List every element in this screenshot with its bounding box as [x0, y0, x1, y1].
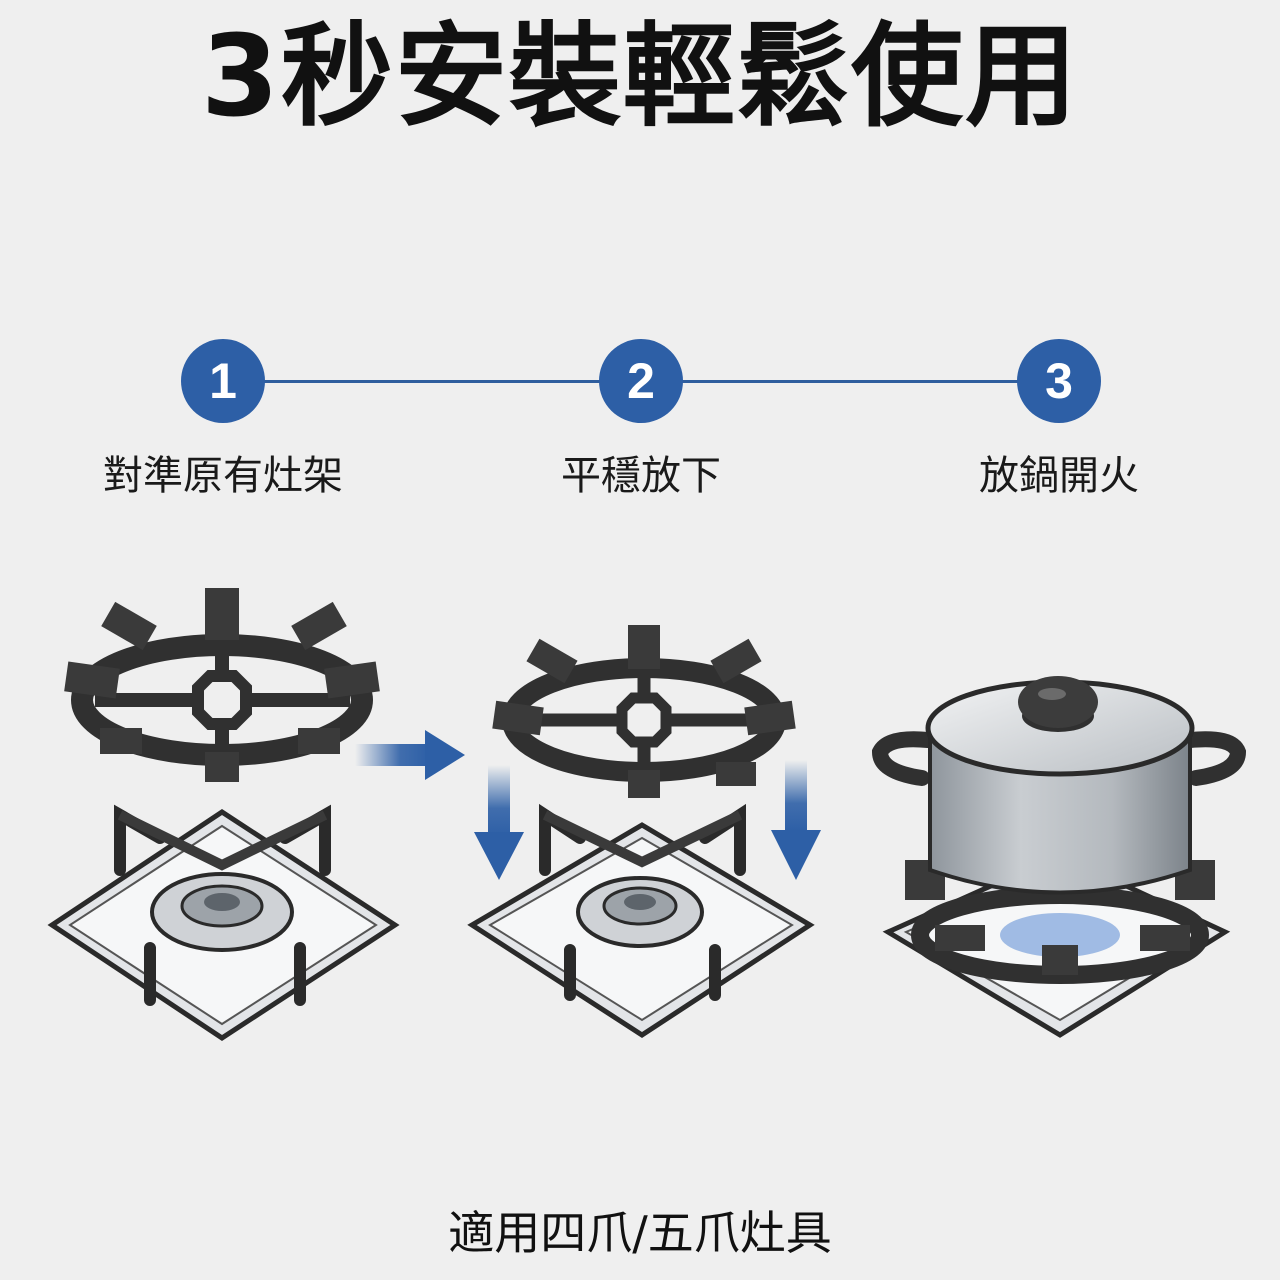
wok-rack-icon — [64, 588, 380, 782]
compatibility-note: 適用四爪/五爪灶具 — [448, 1206, 832, 1260]
arrow-right-icon — [355, 730, 465, 780]
step-2-illustration — [467, 625, 821, 1038]
pot-icon — [871, 676, 1247, 895]
step-2-badge: 2 — [599, 339, 683, 423]
step-3-label: 放鍋開火 — [979, 453, 1139, 499]
wok-rack-icon — [492, 625, 796, 798]
step-1-badge: 1 — [181, 339, 265, 423]
stove-icon — [467, 803, 815, 1038]
page-title: 3秒安裝輕鬆使用 — [201, 12, 1079, 142]
step-1-illustration — [47, 588, 400, 1041]
arrow-down-icon — [771, 760, 821, 880]
step-2-label: 平穩放下 — [561, 453, 721, 499]
arrow-down-icon — [474, 765, 524, 880]
stove-icon — [47, 804, 400, 1041]
flame-icon — [1000, 913, 1120, 957]
wok-rack-icon — [905, 860, 1215, 984]
step-3-badge: 3 — [1017, 339, 1101, 423]
step-1-label: 對準原有灶架 — [103, 453, 343, 499]
step-3-illustration — [871, 676, 1247, 1038]
installation-illustration — [47, 588, 1247, 1041]
